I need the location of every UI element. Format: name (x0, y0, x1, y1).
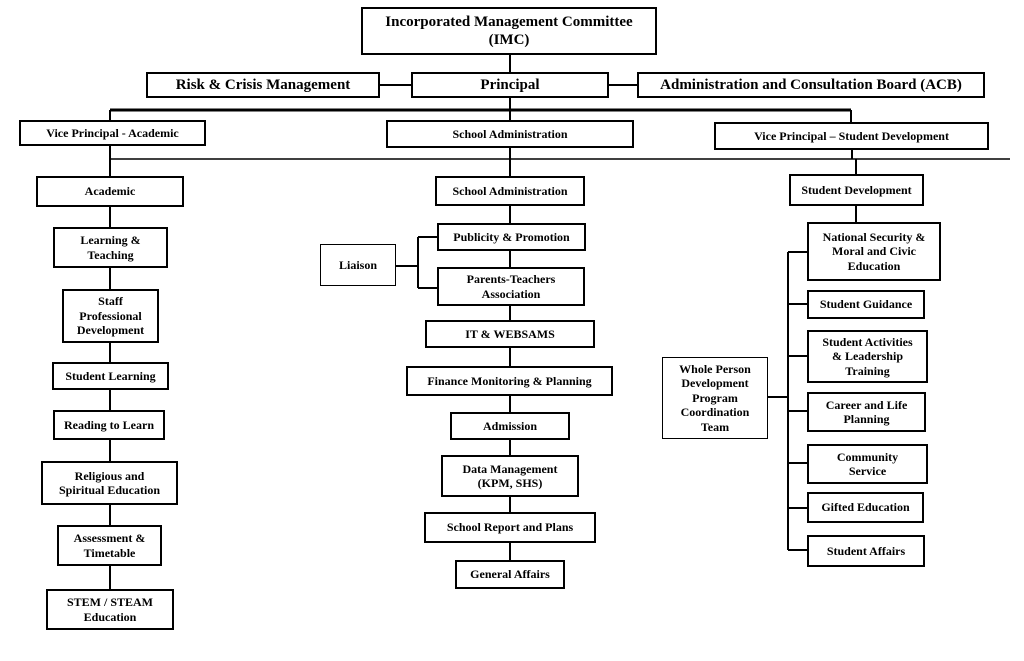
node-staff-professional-development: Staff Professional Development (62, 289, 159, 343)
node-risk-crisis-management: Risk & Crisis Management (146, 72, 380, 98)
node-whole-person-development: Whole Person Development Program Coordin… (662, 357, 768, 439)
node-assessment-timetable: Assessment & Timetable (57, 525, 162, 566)
node-general-affairs: General Affairs (455, 560, 565, 589)
node-imc: Incorporated Management Committee (IMC) (361, 7, 657, 55)
node-career-life-planning: Career and Life Planning (807, 392, 926, 432)
node-parents-teachers-association: Parents-Teachers Association (437, 267, 585, 306)
node-it-websams: IT & WEBSAMS (425, 320, 595, 348)
node-data-management: Data Management (KPM, SHS) (441, 455, 579, 497)
node-admission: Admission (450, 412, 570, 440)
node-school-administration: School Administration (435, 176, 585, 206)
node-stem-steam-education: STEM / STEAM Education (46, 589, 174, 630)
node-academic: Academic (36, 176, 184, 207)
node-community-service: Community Service (807, 444, 928, 484)
node-learning-teaching: Learning & Teaching (53, 227, 168, 268)
node-gifted-education: Gifted Education (807, 492, 924, 523)
node-student-affairs: Student Affairs (807, 535, 925, 567)
node-vp-student-development: Vice Principal – Student Development (714, 122, 989, 150)
node-religious-spiritual-education: Religious and Spiritual Education (41, 461, 178, 505)
node-liaison: Liaison (320, 244, 396, 286)
node-student-activities-leadership: Student Activities & Leadership Training (807, 330, 928, 383)
node-principal: Principal (411, 72, 609, 98)
node-national-security-moral-civic: National Security & Moral and Civic Educ… (807, 222, 941, 281)
node-publicity-promotion: Publicity & Promotion (437, 223, 586, 251)
node-student-development: Student Development (789, 174, 924, 206)
node-reading-to-learn: Reading to Learn (53, 410, 165, 440)
node-school-administration-top: School Administration (386, 120, 634, 148)
node-vp-academic: Vice Principal - Academic (19, 120, 206, 146)
node-school-report-plans: School Report and Plans (424, 512, 596, 543)
node-student-guidance: Student Guidance (807, 290, 925, 319)
node-student-learning: Student Learning (52, 362, 169, 390)
node-finance-monitoring-planning: Finance Monitoring & Planning (406, 366, 613, 396)
node-acb: Administration and Consultation Board (A… (637, 72, 985, 98)
